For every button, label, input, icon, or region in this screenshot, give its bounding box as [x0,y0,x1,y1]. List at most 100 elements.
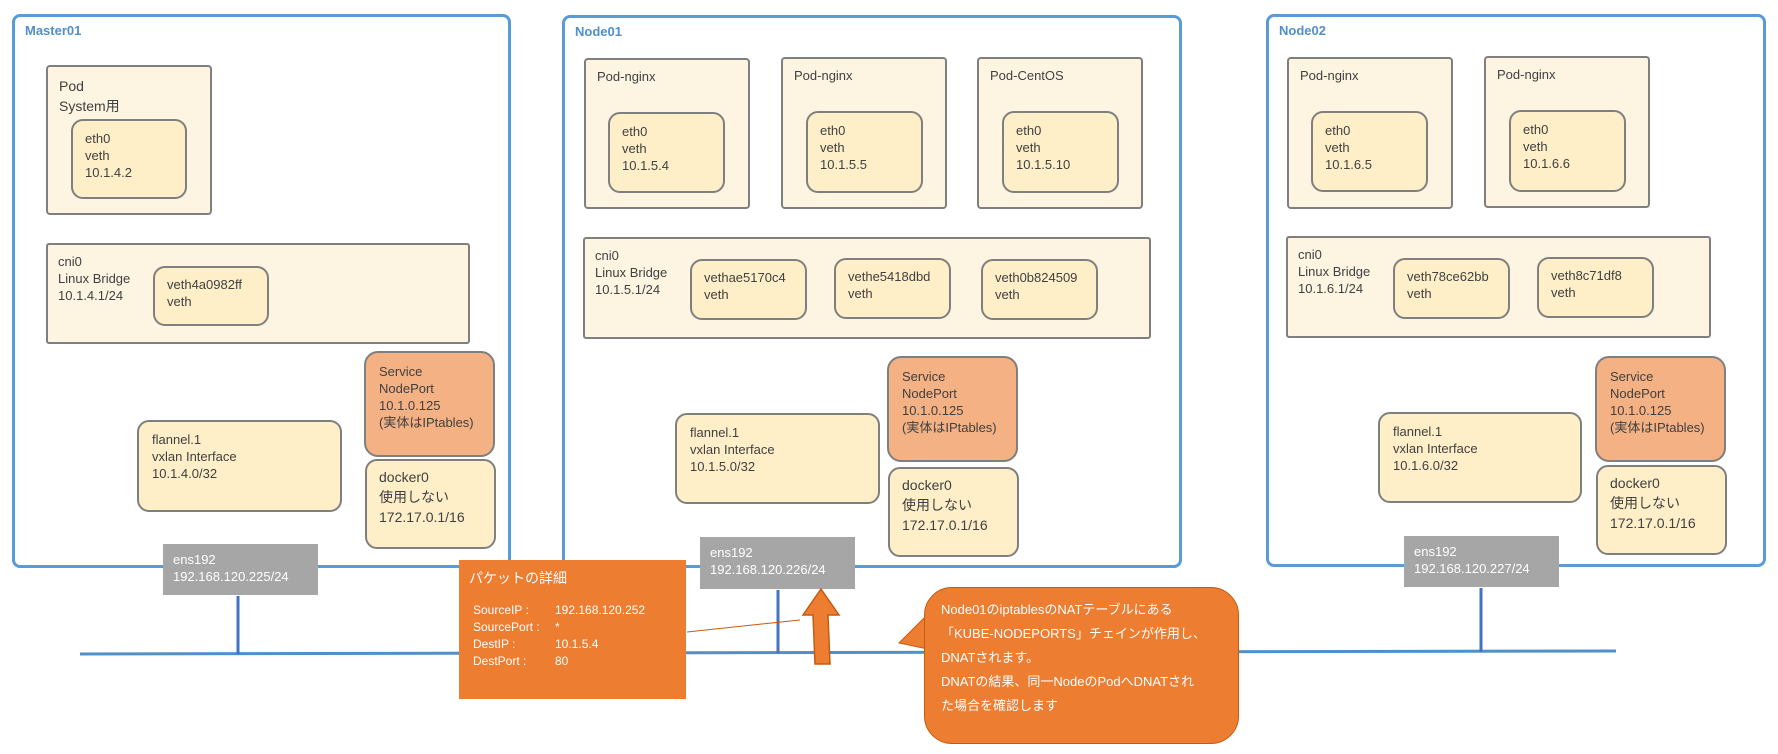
iface-type: veth [1523,139,1548,154]
iface-type: veth [1325,140,1350,155]
pod-title: Pod-nginx [597,69,656,84]
iface-type: veth [85,148,110,163]
pod-eth0-interface: eth0 veth 10.1.5.10 [1002,111,1119,193]
docker0-interface: docker0 使用しない 172.17.0.1/16 [365,459,496,549]
veth-name: vethae5170c4 [704,270,786,285]
ens192-nic: ens192 192.168.120.225/24 [163,544,318,595]
veth-name: vethe5418dbd [848,269,931,284]
flannel-interface: flannel.1 vxlan Interface 10.1.6.0/32 [1378,412,1582,503]
bridge-type: Linux Bridge [595,265,668,280]
veth-interface: vethe5418dbd veth [834,258,951,319]
pod-title: Pod-nginx [1300,68,1359,83]
iface-ip: 10.1.6.6 [1523,156,1570,171]
pod-subtitle: System用 [59,98,120,114]
veth-type: veth [995,287,1020,302]
flannel-ip: 10.1.6.0/32 [1393,458,1459,473]
svc-type: NodePort [379,381,434,396]
svc-ip: 10.1.0.125 [1610,403,1672,418]
veth-interface: veth4a0982ff veth [153,266,269,326]
svc-ip: 10.1.0.125 [379,398,441,413]
svc-title: Service [379,364,423,379]
row-key: DestIP : [473,637,516,651]
packet-title: パケットの詳細 [469,570,567,586]
veth-name: veth0b824509 [995,270,1078,285]
flannel-ip: 10.1.4.0/32 [152,466,218,481]
iface-name: eth0 [820,123,846,138]
nic-ip: 192.168.120.226/24 [710,562,826,577]
flannel-type: vxlan Interface [152,449,237,464]
veth-name: veth4a0982ff [167,277,242,292]
callout-line: DNATされます。 [941,650,1040,665]
pod-eth0-interface: eth0 veth 10.1.4.2 [71,119,187,199]
svc-ip: 10.1.0.125 [902,403,964,418]
docker-ip: 172.17.0.1/16 [379,509,465,525]
row-value: * [555,620,560,634]
iface-name: eth0 [1325,123,1351,138]
row-value: 192.168.120.252 [555,603,646,617]
row-key: SourceIP : [473,603,529,617]
veth-type: veth [167,294,192,309]
docker-name: docker0 [902,477,952,493]
nic-name: ens192 [173,552,216,567]
packet-row-dest-port: DestPort : 80 [473,653,645,670]
docker-note: 使用しない [1610,495,1680,511]
svc-type: NodePort [902,386,957,401]
svc-type: NodePort [1610,386,1665,401]
flannel-type: vxlan Interface [1393,441,1478,456]
wire-packet-pointer [686,619,801,633]
iface-name: eth0 [1016,123,1042,138]
veth-interface: veth0b824509 veth [981,259,1098,320]
iface-name: eth0 [85,131,111,146]
veth-interface: vethae5170c4 veth [690,259,807,320]
flannel-type: vxlan Interface [690,442,775,457]
callout-line: DNATの結果、同一NodeのPodへDNATされ [941,674,1195,689]
flannel-interface: flannel.1 vxlan Interface 10.1.5.0/32 [675,413,880,504]
iface-type: veth [820,140,845,155]
veth-type: veth [704,287,729,302]
callout-line: 「KUBE-NODEPORTS」チェインが作用し、 [941,626,1206,641]
svc-title: Service [1610,369,1654,384]
docker-note: 使用しない [902,497,972,513]
explanation-callout: Node01のiptablesのNATテーブルにある 「KUBE-NODEPOR… [924,587,1239,744]
pod-title: Pod [59,78,84,94]
bridge-name: cni0 [595,248,619,263]
docker-name: docker0 [379,469,429,485]
docker-name: docker0 [1610,475,1660,491]
nic-ip: 192.168.120.225/24 [173,569,289,584]
host-title: Master01 [25,23,82,38]
packet-detail-box: パケットの詳細 SourceIP : 192.168.120.252 Source… [459,560,686,699]
bridge-ip: 10.1.5.1/24 [595,282,661,297]
callout-line: た場合を確認します [941,698,1059,713]
service-nodeport: Service NodePort 10.1.0.125 (実体はIPtables… [887,356,1018,462]
docker-ip: 172.17.0.1/16 [1610,515,1696,531]
nic-name: ens192 [1414,544,1457,559]
veth-name: veth8c71df8 [1551,268,1622,283]
svc-note: (実体はIPtables) [379,415,474,430]
row-key: DestPort : [473,654,527,668]
pod-eth0-interface: eth0 veth 10.1.5.4 [608,112,725,193]
iface-name: eth0 [622,124,648,139]
docker-ip: 172.17.0.1/16 [902,517,988,533]
host-title: Node02 [1279,23,1326,38]
host-title: Node01 [575,24,622,39]
flannel-interface: flannel.1 vxlan Interface 10.1.4.0/32 [137,420,342,512]
veth-interface: veth8c71df8 veth [1537,257,1654,318]
bridge-name: cni0 [58,254,82,269]
svc-title: Service [902,369,946,384]
iface-ip: 10.1.4.2 [85,165,132,180]
pod-eth0-interface: eth0 veth 10.1.6.6 [1509,110,1626,192]
packet-row-source-ip: SourceIP : 192.168.120.252 [473,602,645,619]
packet-row-dest-ip: DestIP : 10.1.5.4 [473,636,645,653]
callout-line: Node01のiptablesのNATテーブルにある [941,602,1173,617]
bridge-name: cni0 [1298,247,1322,262]
network-bus [79,649,1617,656]
flannel-name: flannel.1 [1393,424,1443,439]
iface-ip: 10.1.6.5 [1325,157,1372,172]
docker0-interface: docker0 使用しない 172.17.0.1/16 [888,467,1019,557]
row-value: 80 [555,654,569,668]
bridge-type: Linux Bridge [58,271,131,286]
bridge-ip: 10.1.6.1/24 [1298,281,1364,296]
pod-eth0-interface: eth0 veth 10.1.5.5 [806,111,923,193]
pod-title: Pod-nginx [794,68,853,83]
row-value: 10.1.5.4 [555,637,599,651]
